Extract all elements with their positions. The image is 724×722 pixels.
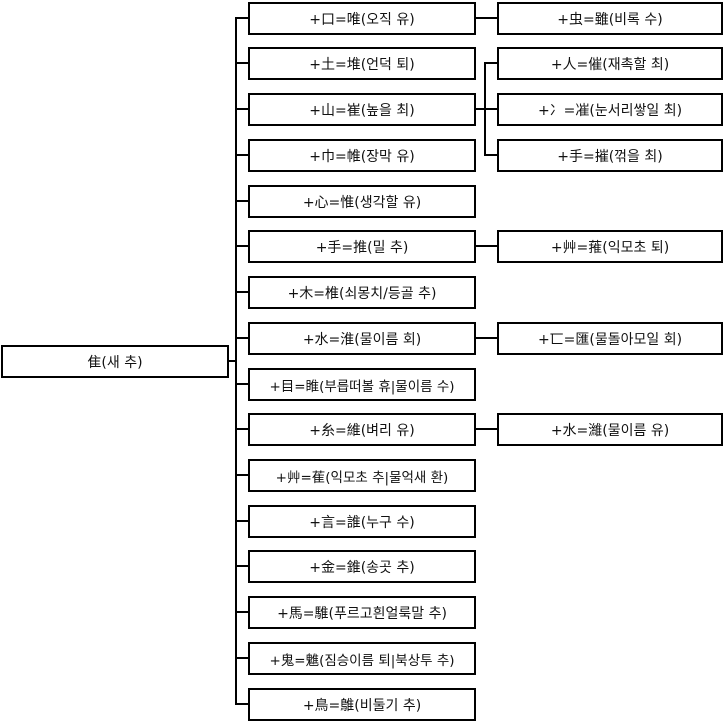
branch-line	[235, 703, 249, 705]
child-label: +金=錐(송곳 추)	[309, 559, 415, 576]
sub-branch-line	[484, 154, 498, 156]
child-node-13: +馬=騅(푸르고흰얼룩말 추)	[248, 596, 476, 629]
child-node-10: +艸=萑(익모초 추|물억새 환)	[248, 459, 476, 492]
grandchild-label: +艸=蓷(익모초 퇴)	[550, 239, 670, 256]
branch-line	[235, 520, 249, 522]
child-label: +口=唯(오직 유)	[309, 11, 415, 28]
child-label: +木=椎(쇠몽치/등골 추)	[287, 285, 437, 302]
sub-branch-line	[475, 337, 498, 339]
branch-line	[235, 245, 249, 247]
child-label: +手=推(밀 추)	[315, 239, 409, 256]
child-label: +鳥=鵻(비둘기 추)	[302, 697, 422, 714]
main-trunk-line	[235, 17, 237, 705]
child-label: +山=崔(높을 최)	[309, 102, 415, 119]
grandchild-node-7-0: +匸=匯(물돌아모일 회)	[497, 322, 723, 355]
child-label: +巾=帷(장막 유)	[309, 148, 415, 165]
branch-line	[235, 657, 249, 659]
child-label: +言=誰(누구 수)	[309, 514, 415, 531]
grandchild-label: +水=濰(물이름 유)	[550, 422, 670, 439]
child-node-0: +口=唯(오직 유)	[248, 2, 476, 35]
child-node-4: +心=惟(생각할 유)	[248, 185, 476, 218]
child-label: +艸=萑(익모초 추|물억새 환)	[275, 469, 449, 486]
branch-line	[235, 17, 249, 19]
sub-branch-line	[475, 108, 498, 110]
root-node-label: 隹(새 추)	[87, 354, 143, 371]
child-node-15: +鳥=鵻(비둘기 추)	[248, 688, 476, 721]
sub-branch-line	[475, 428, 498, 430]
sub-branch-line	[484, 62, 498, 64]
child-node-8: +目=睢(부릅떠볼 휴|물이름 수)	[248, 368, 476, 401]
branch-line	[235, 611, 249, 613]
child-node-9: +糸=維(벼리 유)	[248, 413, 476, 446]
branch-line	[235, 154, 249, 156]
sub-branch-line	[475, 245, 498, 247]
root-connector	[228, 360, 237, 362]
child-label: +心=惟(생각할 유)	[302, 194, 422, 211]
branch-line	[235, 428, 249, 430]
sub-branch-line	[475, 17, 498, 19]
child-node-3: +巾=帷(장막 유)	[248, 139, 476, 172]
root-node: 隹(새 추)	[1, 345, 229, 378]
grandchild-node-5-0: +艸=蓷(익모초 퇴)	[497, 230, 723, 263]
grandchild-label: +冫=凗(눈서리쌓일 최)	[537, 102, 683, 119]
child-node-5: +手=推(밀 추)	[248, 230, 476, 263]
grandchild-label: +手=摧(꺾을 최)	[557, 148, 663, 165]
child-node-11: +言=誰(누구 수)	[248, 505, 476, 538]
grandchild-node-9-0: +水=濰(물이름 유)	[497, 413, 723, 446]
grandchild-node-2-1: +冫=凗(눈서리쌓일 최)	[497, 93, 723, 126]
child-node-12: +金=錐(송곳 추)	[248, 550, 476, 583]
grandchild-label: +人=催(재촉할 최)	[550, 56, 670, 73]
grandchild-node-0-0: +虫=雖(비록 수)	[497, 2, 723, 35]
branch-line	[235, 383, 249, 385]
child-label: +糸=維(벼리 유)	[309, 422, 415, 439]
branch-line	[235, 474, 249, 476]
child-label: +鬼=魋(짐승이름 퇴|북상투 추)	[269, 652, 455, 669]
branch-line	[235, 565, 249, 567]
child-label: +水=淮(물이름 회)	[302, 331, 422, 348]
grandchild-label: +虫=雖(비록 수)	[557, 11, 663, 28]
child-node-2: +山=崔(높을 최)	[248, 93, 476, 126]
child-label: +土=堆(언덕 퇴)	[309, 56, 415, 73]
branch-line	[235, 337, 249, 339]
branch-line	[235, 200, 249, 202]
branch-line	[235, 291, 249, 293]
branch-line	[235, 62, 249, 64]
grandchild-label: +匸=匯(물돌아모일 회)	[537, 331, 683, 348]
grandchild-node-2-2: +手=摧(꺾을 최)	[497, 139, 723, 172]
child-label: +目=睢(부릅떠볼 휴|물이름 수)	[269, 378, 455, 395]
child-label: +馬=騅(푸르고흰얼룩말 추)	[277, 605, 447, 622]
grandchild-node-2-0: +人=催(재촉할 최)	[497, 47, 723, 80]
sub-trunk-line	[484, 62, 486, 156]
child-node-14: +鬼=魋(짐승이름 퇴|북상투 추)	[248, 642, 476, 675]
child-node-1: +土=堆(언덕 퇴)	[248, 47, 476, 80]
child-node-7: +水=淮(물이름 회)	[248, 322, 476, 355]
branch-line	[235, 108, 249, 110]
child-node-6: +木=椎(쇠몽치/등골 추)	[248, 276, 476, 309]
